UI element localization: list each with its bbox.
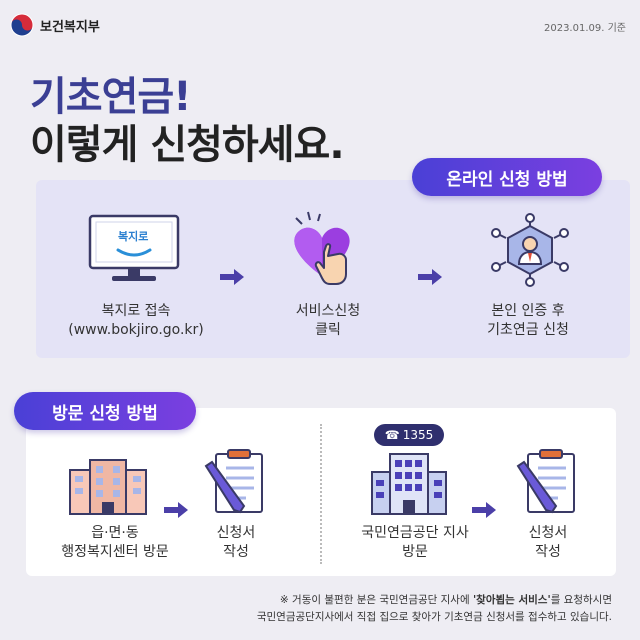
arrow-right-icon (164, 502, 188, 518)
reference-date: 2023.01.09. 기준 (543, 23, 626, 34)
monitor-icon (88, 214, 180, 281)
online-step-1-label: 복지로 접속 (www.bokjiro.go.kr) (68, 303, 204, 338)
visit-step-1-label: 읍·면·동 행정복지센터 방문 (61, 525, 169, 560)
ministry-name: 보건복지부 (40, 19, 100, 35)
visit-method-badge: 방문 신청 방법 (14, 392, 196, 430)
online-method-badge: 온라인 신청 방법 (412, 158, 602, 196)
arrow-right-icon (472, 502, 496, 518)
dotted-divider (320, 424, 322, 564)
footnote-line-2: 국민연금공단지사에서 직접 집으로 찾아가 기초연금 신청서를 접수하고 있습니… (256, 611, 612, 623)
visit-step-2-label: 신청서 작성 (216, 525, 256, 560)
community-center-icon (69, 459, 147, 515)
nps-branch-icon (371, 453, 447, 515)
visit-step-3-label: 국민연금공단 지사 방문 (361, 525, 469, 560)
title-line-2: 이렇게 신청하세요. (30, 122, 345, 168)
phone-number: 1355 (402, 428, 434, 442)
phone-icon: ☎ (384, 428, 400, 442)
visit-step-4-label: 신청서 작성 (528, 525, 568, 560)
application-form-icon (204, 449, 263, 514)
arrow-right-icon (418, 269, 442, 285)
user-verification-icon (491, 213, 569, 287)
taegeuk-icon (10, 13, 34, 37)
title-line-1: 기초연금! (30, 74, 191, 120)
heart-click-icon (294, 211, 350, 285)
phone-number-badge: ☎ 1355 (374, 424, 444, 446)
application-form-icon (516, 449, 575, 514)
footnote: ※ 거동이 불편한 분은 국민연금공단 지사에 '찾아뵙는 서비스'를 요청하시… (257, 592, 612, 626)
footnote-line-1: ※ 거동이 불편한 분은 국민연금공단 지사에 '찾아뵙는 서비스'를 요청하시… (279, 594, 612, 606)
online-step-2-label: 서비스신청 클릭 (295, 303, 361, 338)
online-step-3-label: 본인 인증 후 기초연금 신청 (487, 303, 569, 338)
ministry-logo: 보건복지부 (10, 12, 100, 38)
arrow-right-icon (220, 269, 244, 285)
monitor-bokjiro-text: 복지로 (118, 230, 149, 243)
